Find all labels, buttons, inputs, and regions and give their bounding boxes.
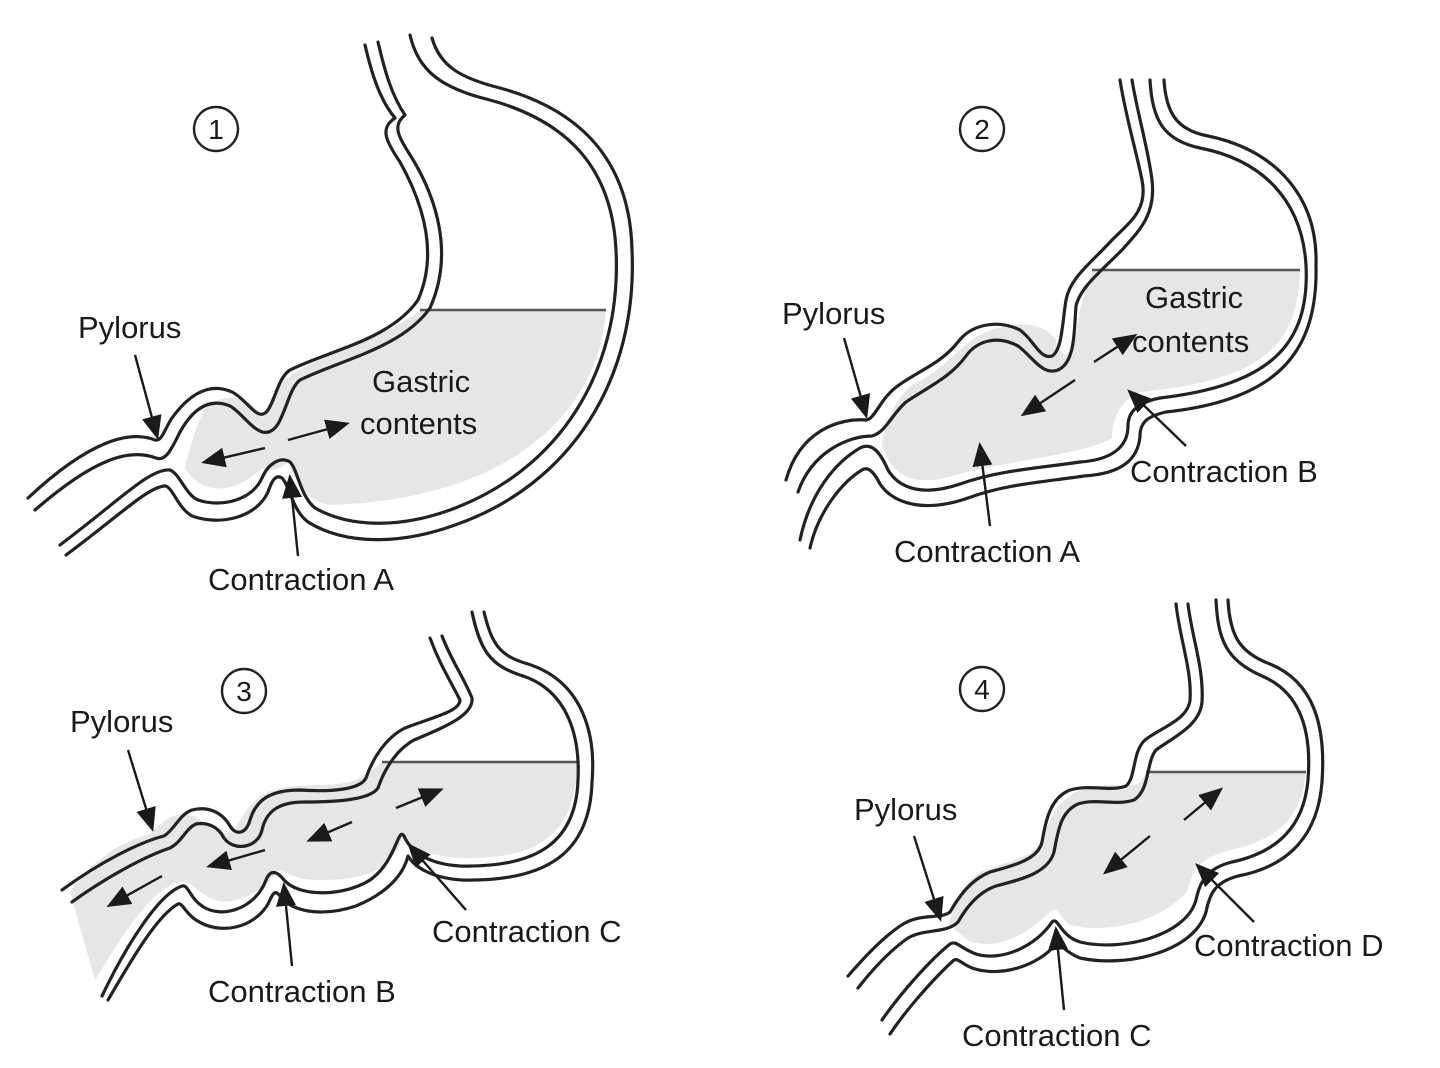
stomach-inner-wall [60, 636, 462, 892]
contraction-b-pointer [1127, 389, 1187, 447]
stomach-inner-wall-outer-line [70, 634, 474, 904]
step-number: 1 [208, 114, 224, 145]
contraction-c-label: Contraction C [962, 1018, 1152, 1053]
gastric-contents-label-line1: Gastric [1145, 280, 1243, 315]
backflow-arrow-mid [306, 820, 353, 842]
contraction-b-label: Contraction B [1130, 454, 1318, 489]
backflow-arrow [201, 446, 266, 468]
contraction-c-pointer [1048, 926, 1068, 1011]
gastric-contents-fill [882, 270, 1300, 481]
forward-flow-arrow [287, 419, 350, 442]
stomach-inner-wall [784, 78, 1145, 482]
contraction-d-label: Contraction D [1194, 928, 1384, 963]
gastric-contents-label-line2: contents [360, 406, 477, 441]
step-number-ring [958, 105, 1006, 153]
pylorus-pointer [912, 835, 944, 922]
step-number: 2 [974, 114, 990, 145]
gastric-contents-fill [70, 762, 578, 980]
step-number-ring [220, 667, 268, 715]
forward-flow-arrow [1093, 333, 1138, 364]
stomach-outer-wall [58, 33, 618, 547]
panel-1: 1 Pylorus Gastric contents Contraction A [26, 33, 634, 597]
forward-flow-arrow [1183, 787, 1224, 821]
pylorus-pointer [126, 749, 156, 832]
forward-flow-arrow [395, 788, 444, 810]
step-number: 3 [236, 676, 252, 707]
stomach-outer-wall-inner-line [64, 36, 634, 557]
gastric-contents-fill [185, 310, 606, 505]
step-number: 4 [974, 674, 990, 705]
panel-2: 2 Pylorus Gastric contents Contraction B… [782, 78, 1318, 569]
stomach-outer-wall [798, 78, 1308, 542]
contraction-a-pointer [972, 442, 993, 527]
pylorus-label: Pylorus [854, 792, 957, 827]
pylorus-label: Pylorus [78, 310, 181, 345]
contraction-a-label: Contraction A [894, 534, 1080, 569]
stomach-outer-wall-inner-line [106, 610, 595, 1002]
pylorus-label: Pylorus [782, 296, 885, 331]
panel-4: 4 Pylorus Contraction D Contraction C [846, 598, 1384, 1053]
contraction-b-pointer [276, 882, 296, 967]
pylorus-pointer [842, 337, 871, 419]
stomach-outer-wall-inner-line [888, 598, 1325, 1036]
stomach-outer-wall [100, 610, 580, 998]
pylorus-label: Pylorus [70, 704, 173, 739]
stomach-outer-wall [880, 598, 1311, 1022]
contraction-c-pointer [407, 842, 467, 911]
pylorus-pointer [133, 354, 162, 440]
backflow-arrow [1102, 835, 1151, 875]
gastric-contents-label-line1: Gastric [372, 364, 470, 399]
backflow-arrow [1020, 379, 1076, 417]
panel-3: 3 Pylorus Contraction C Contraction B [60, 610, 622, 1009]
gastric-contents-fill [948, 772, 1306, 944]
emptying-arrow [106, 874, 163, 907]
stomach-inner-wall-outer-line [796, 78, 1155, 494]
contraction-a-pointer [282, 474, 302, 557]
step-number-ring [192, 105, 240, 153]
contraction-c-label: Contraction C [432, 914, 622, 949]
stomach-outer-wall-inner-line [808, 78, 1318, 550]
contraction-b-label: Contraction B [208, 974, 396, 1009]
gastric-contents-label-line2: contents [1132, 324, 1249, 359]
backflow-arrow-antrum [206, 848, 266, 871]
contraction-d-pointer [1195, 863, 1255, 923]
contraction-a-label: Contraction A [208, 562, 394, 597]
stomach-inner-wall-outer-line [33, 40, 444, 512]
stomach-inner-wall-outer-line [856, 602, 1204, 990]
step-number-ring [958, 665, 1006, 713]
